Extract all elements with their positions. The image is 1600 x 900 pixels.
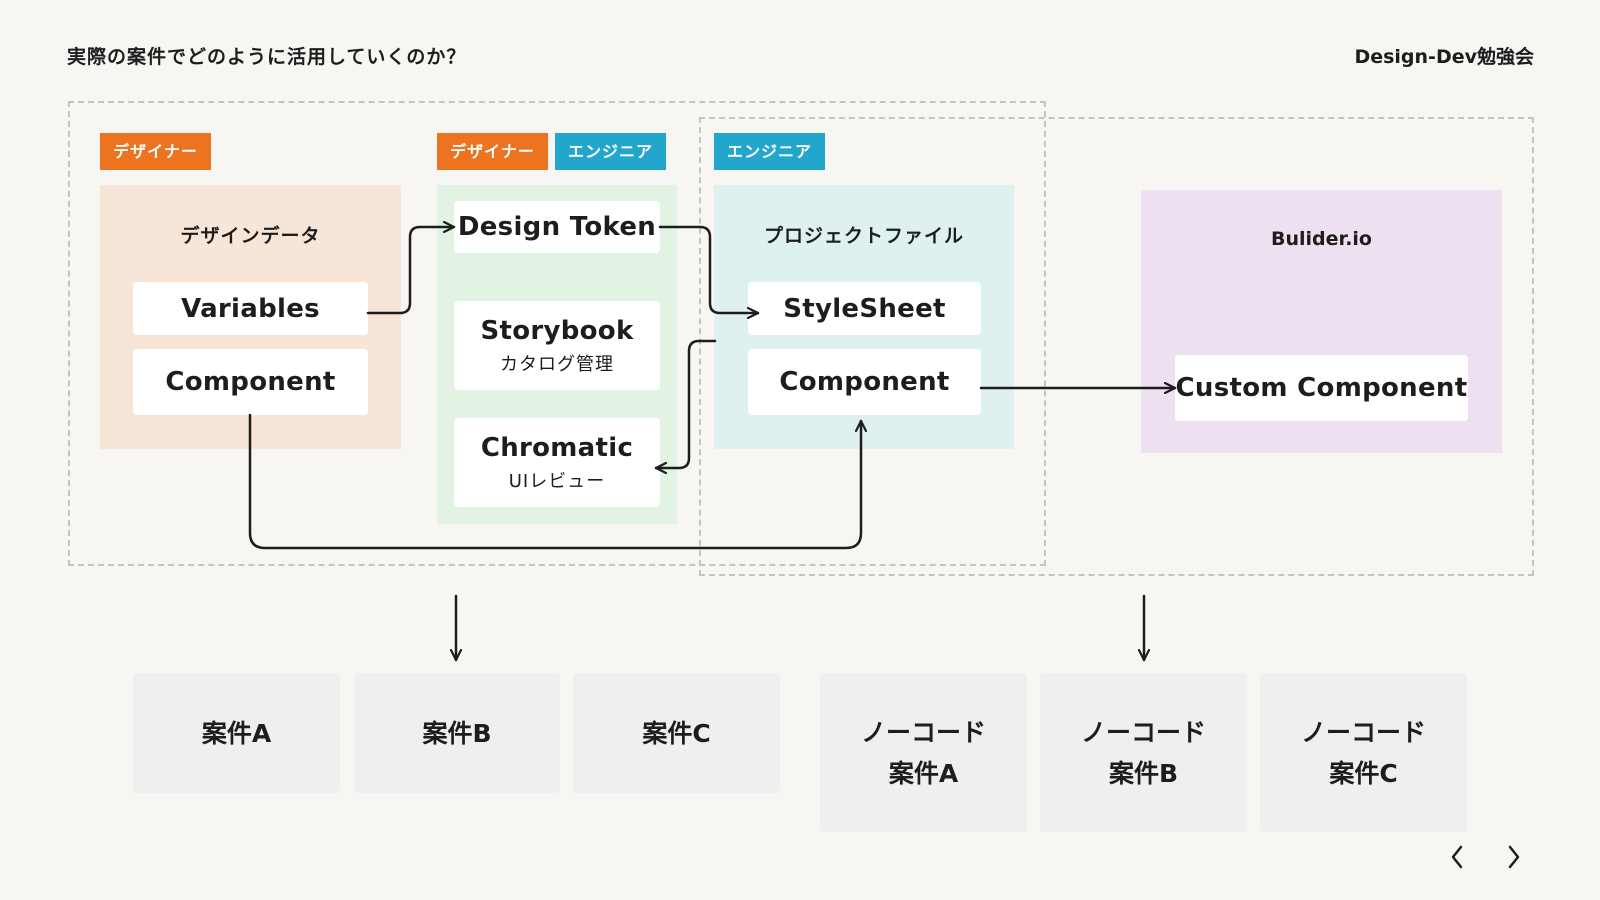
design-token-card: Design Token xyxy=(454,201,660,253)
variables-card: Variables xyxy=(133,282,368,335)
design-component-card: Component xyxy=(133,349,368,415)
engineer-tag: エンジニア xyxy=(714,133,825,170)
brand-label: Design-Dev勉強会 xyxy=(1354,46,1534,68)
custom-component-label: Custom Component xyxy=(1175,373,1468,403)
chromatic-sublabel: UIレビュー xyxy=(508,470,606,492)
nocode-case-c-line2: 案件C xyxy=(1329,758,1398,788)
design-component-label: Component xyxy=(165,367,336,397)
project-component-card: Component xyxy=(748,349,981,415)
nocode-case-b: ノーコード 案件B xyxy=(1040,673,1247,832)
stylesheet-label: StyleSheet xyxy=(783,293,946,324)
variables-label: Variables xyxy=(181,293,320,324)
design-data-title: デザインデータ xyxy=(180,225,321,247)
nocode-case-a: ノーコード 案件A xyxy=(820,673,1027,832)
nocode-case-b-line2: 案件B xyxy=(1108,758,1179,788)
case-c: 案件C xyxy=(573,673,780,793)
storybook-card: Storybook カタログ管理 xyxy=(454,301,660,390)
nocode-case-a-line1: ノーコード xyxy=(860,717,986,747)
case-b-label: 案件B xyxy=(422,718,492,748)
case-a-label: 案件A xyxy=(201,718,272,748)
storybook-label: Storybook xyxy=(480,315,634,346)
chevron-left-icon xyxy=(1451,845,1463,869)
stylesheet-card: StyleSheet xyxy=(748,282,981,335)
designer-tag: デザイナー xyxy=(437,133,548,170)
case-c-label: 案件C xyxy=(642,718,711,748)
builder-title: Bulider.io xyxy=(1271,228,1372,250)
project-file-title: プロジェクトファイル xyxy=(763,225,964,247)
chevron-right-icon xyxy=(1508,845,1520,869)
engineer-tag: エンジニア xyxy=(555,133,666,170)
prev-slide-button[interactable] xyxy=(1441,840,1475,874)
chromatic-card: Chromatic UIレビュー xyxy=(454,418,660,507)
design-token-label: Design Token xyxy=(457,212,657,242)
chromatic-label: Chromatic xyxy=(480,432,634,463)
case-b: 案件B xyxy=(354,673,560,793)
design-scope-outline xyxy=(68,101,1046,566)
designer-tag: デザイナー xyxy=(100,133,211,170)
nocode-case-b-line1: ノーコード xyxy=(1080,717,1206,747)
custom-component-card: Custom Component xyxy=(1175,355,1468,421)
nocode-case-c-line1: ノーコード xyxy=(1300,717,1426,747)
storybook-sublabel: カタログ管理 xyxy=(500,353,614,375)
nocode-case-c: ノーコード 案件C xyxy=(1260,673,1467,832)
case-a: 案件A xyxy=(133,673,340,793)
nocode-case-a-line2: 案件A xyxy=(888,758,959,788)
page-title: 実際の案件でどのように活用していくのか？ xyxy=(67,46,467,68)
next-slide-button[interactable] xyxy=(1496,840,1530,874)
project-component-label: Component xyxy=(779,367,950,397)
